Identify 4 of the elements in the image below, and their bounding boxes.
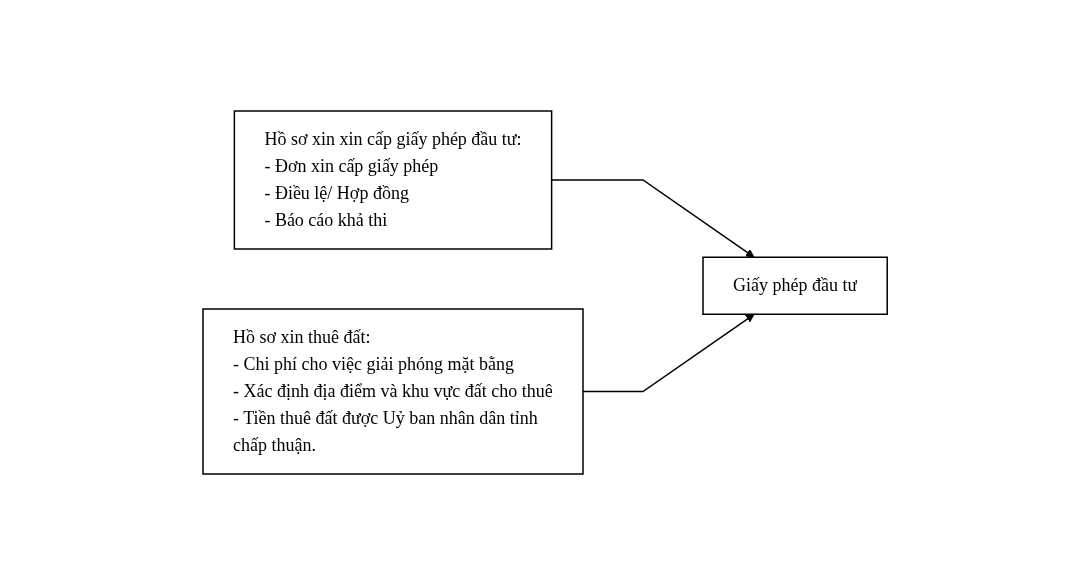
node-box: Giấy phép đầu tư bbox=[702, 256, 888, 315]
arrow bbox=[582, 313, 755, 392]
node-box: Hồ sơ xin xin cấp giấy phép đầu tư: - Đơn xin cấp giấy phép - Điều lệ/ Hợp đồng - Báo cáo khả thi bbox=[233, 109, 553, 250]
node-box: Hồ sơ xin thuê đất: - Chi phí cho việc giải phóng mặt bằng - Xác định địa điểm và khu vực đất cho thuê - Tiền thuê đất được Uỷ ban nhân dân tỉnh chấp thuận. bbox=[202, 307, 584, 475]
